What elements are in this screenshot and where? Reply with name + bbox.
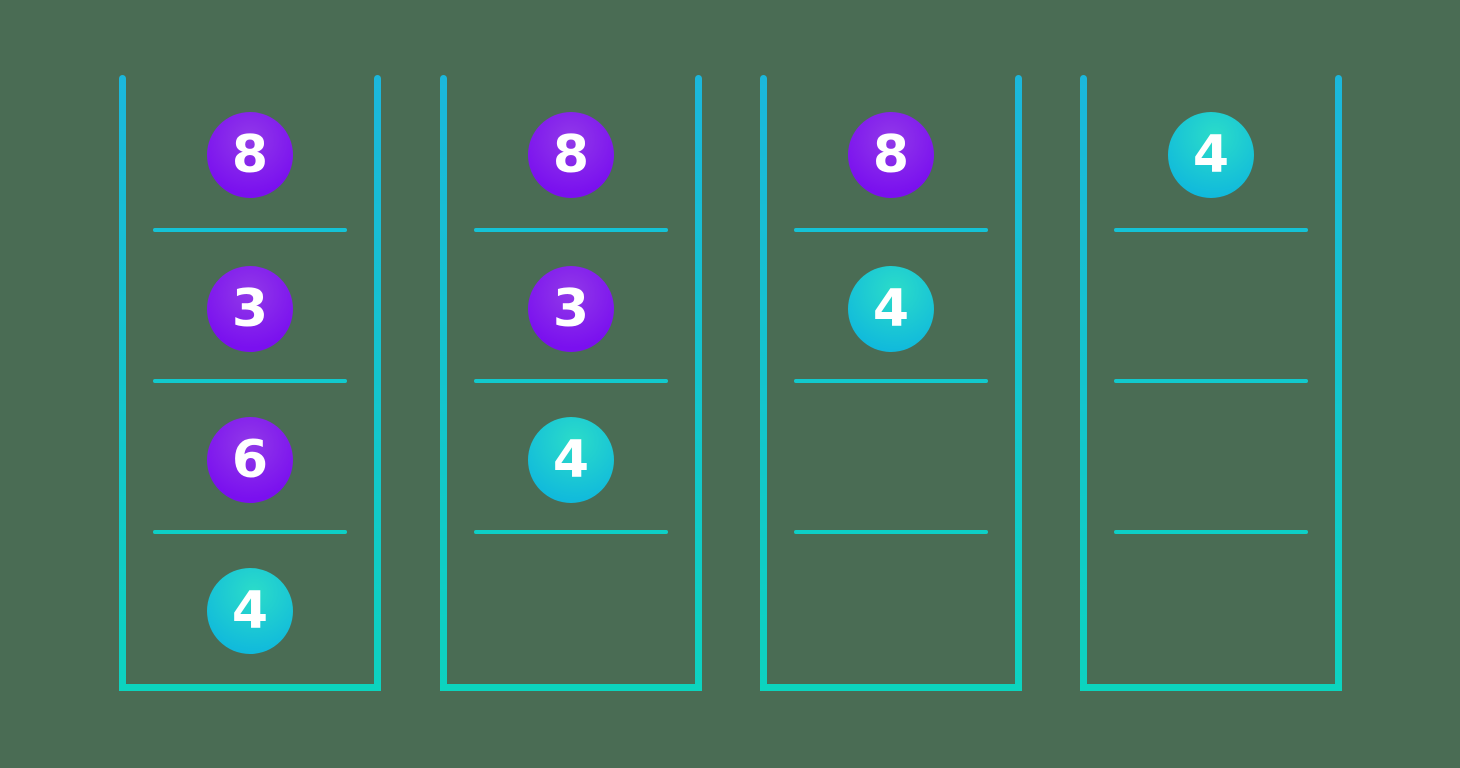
slot-divider-line <box>1114 379 1308 383</box>
stack-column-4: 4 <box>1080 75 1342 691</box>
stack-item-ball: 8 <box>848 112 934 198</box>
left-wall-line <box>440 75 447 691</box>
slot-divider-line <box>474 228 668 232</box>
slot-divider-line <box>794 530 988 534</box>
stack-item-ball: 4 <box>1168 112 1254 198</box>
slot-divider-line <box>794 228 988 232</box>
stack-item-ball: 3 <box>207 266 293 352</box>
stack-item-ball: 3 <box>528 266 614 352</box>
stack-item-ball: 4 <box>207 568 293 654</box>
right-wall-line <box>1335 75 1342 691</box>
bottom-line <box>760 684 1022 691</box>
right-wall-line <box>695 75 702 691</box>
bottom-line <box>440 684 702 691</box>
stack-item-ball: 4 <box>848 266 934 352</box>
slot-divider-line <box>153 228 347 232</box>
stack-item-ball: 8 <box>207 112 293 198</box>
stack-item-ball: 6 <box>207 417 293 503</box>
slot-divider-line <box>474 379 668 383</box>
left-wall-line <box>760 75 767 691</box>
left-wall-line <box>1080 75 1087 691</box>
stack-column-1: 8 3 6 4 <box>119 75 381 691</box>
left-wall-line <box>119 75 126 691</box>
stack-column-3: 8 4 <box>760 75 1022 691</box>
bottom-line <box>1080 684 1342 691</box>
slot-divider-line <box>794 379 988 383</box>
stack-item-ball: 4 <box>528 417 614 503</box>
stack-item-ball: 8 <box>528 112 614 198</box>
right-wall-line <box>374 75 381 691</box>
slot-divider-line <box>153 530 347 534</box>
bottom-line <box>119 684 381 691</box>
right-wall-line <box>1015 75 1022 691</box>
stack-column-2: 8 3 4 <box>440 75 702 691</box>
slot-divider-line <box>474 530 668 534</box>
slot-divider-line <box>153 379 347 383</box>
slot-divider-line <box>1114 228 1308 232</box>
slot-divider-line <box>1114 530 1308 534</box>
